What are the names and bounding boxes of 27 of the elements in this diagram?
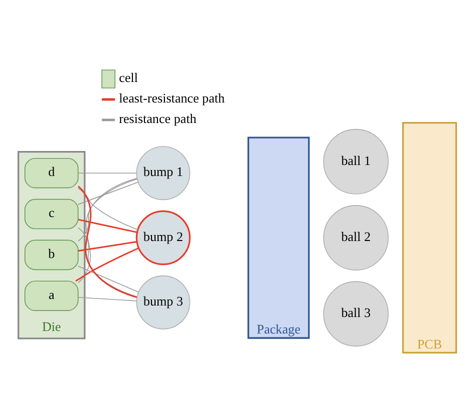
node-box: b [24, 240, 79, 270]
node-box: Package [248, 136, 310, 339]
connector [75, 247, 139, 282]
node-circle: bump 1 [136, 146, 190, 200]
connector [78, 172, 137, 174]
connector [78, 241, 137, 252]
legend-label: cell [119, 70, 138, 86]
connector [78, 266, 140, 293]
legend-label: resistance path [119, 111, 196, 126]
connector [78, 178, 138, 242]
connector [78, 218, 138, 234]
connector [78, 227, 138, 298]
node-circle: bump 3 [136, 275, 190, 330]
node-box: c [24, 198, 79, 230]
connector [78, 182, 138, 205]
connector [78, 178, 138, 284]
node-circle: bump 2 [136, 210, 191, 266]
node-box: PCB [402, 122, 457, 354]
connector [78, 296, 137, 302]
node-box: a [24, 280, 79, 311]
node-circle: ball 1 [323, 128, 389, 194]
connector [78, 188, 138, 230]
legend-label: least-resistance path [119, 90, 225, 106]
node-circle: ball 3 [323, 281, 389, 347]
node-circle: ball 2 [323, 205, 389, 270]
node-box: d [24, 158, 79, 188]
connector [78, 186, 138, 298]
